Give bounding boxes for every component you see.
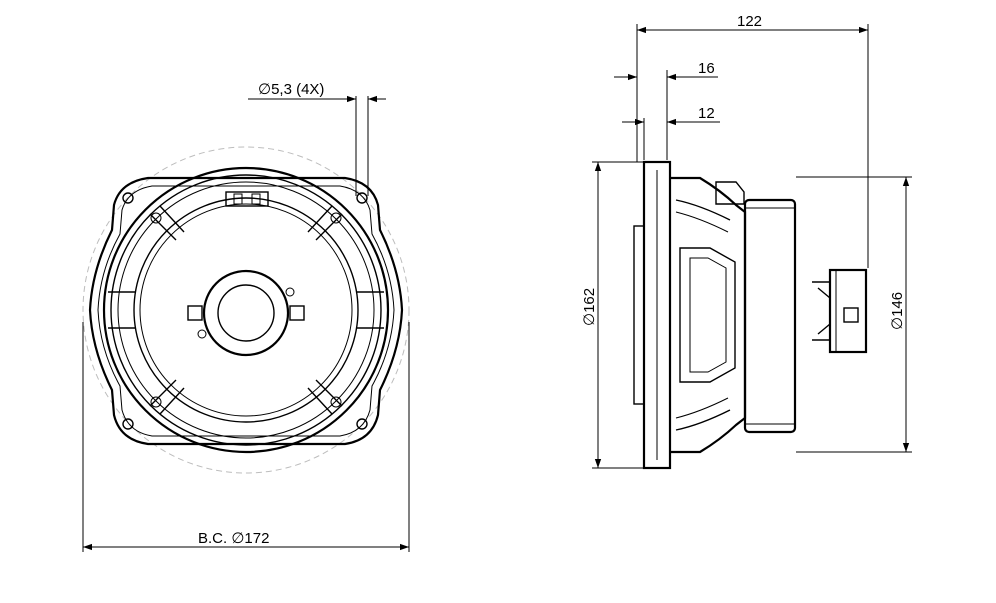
magnet-diameter-label: ∅146	[889, 292, 906, 330]
spoke-vent-tr	[330, 212, 342, 224]
dust-cap-inner	[217, 284, 275, 342]
mount-hole-bottom-left	[122, 418, 134, 430]
basket-window	[679, 247, 736, 383]
flange-12-label: 12	[698, 105, 715, 122]
basket-window-inner	[689, 257, 727, 373]
cap-tab-left	[187, 305, 203, 321]
frame-inner-outline	[97, 185, 395, 437]
depth-label: 122	[737, 13, 762, 30]
mount-hole-bottom-right	[356, 418, 368, 430]
dust-cap-outer	[202, 269, 290, 357]
dim-magnet-diameter: ∅146	[796, 176, 912, 453]
cap-tab-right	[289, 305, 305, 321]
gasket	[633, 225, 645, 405]
mount-hole-top-right	[356, 192, 368, 204]
flange-16-label: 16	[698, 60, 715, 77]
basket-ribs-2	[675, 211, 729, 419]
basket-spokes	[108, 205, 384, 415]
dim-depth: 122	[636, 13, 869, 268]
cap-screw-left	[197, 329, 207, 339]
hole-diameter-label: ∅5,3 (4X)	[258, 81, 324, 98]
side-view	[633, 160, 868, 470]
surround-inner	[117, 181, 375, 439]
terminal-tab-right	[251, 193, 261, 205]
dim-front-diameter: ∅162	[581, 161, 644, 469]
terminal-tab-left	[233, 193, 243, 205]
frame-outline	[88, 176, 404, 446]
bolt-circle-outline	[82, 146, 410, 474]
cone-edge	[133, 197, 359, 423]
rear-fins	[812, 281, 831, 341]
cap-screw-right	[285, 287, 295, 297]
spoke-vent-bl	[150, 396, 162, 408]
surround-outer	[102, 166, 390, 454]
basket-ribs	[675, 199, 731, 431]
dim-bolt-circle: B.C. ∅172	[82, 322, 410, 552]
dim-flange-12: 12	[622, 105, 720, 160]
terminal-block	[225, 191, 269, 207]
front-diameter-label: ∅162	[581, 288, 598, 326]
dim-flange-16: 16	[614, 60, 718, 160]
bolt-circle-label: B.C. ∅172	[198, 530, 269, 547]
spoke-vent-br	[330, 396, 342, 408]
rear-terminal	[843, 307, 859, 323]
front-view	[82, 146, 410, 474]
spoke-vent-tl	[150, 212, 162, 224]
magnet	[743, 198, 797, 434]
side-terminal	[715, 181, 745, 205]
cone-inner	[139, 203, 353, 417]
rear-cap	[828, 268, 868, 354]
dim-hole: ∅5,3 (4X)	[248, 81, 386, 196]
basket-profile	[670, 176, 747, 454]
surround-mid	[110, 174, 382, 446]
mount-hole-top-left	[122, 192, 134, 204]
